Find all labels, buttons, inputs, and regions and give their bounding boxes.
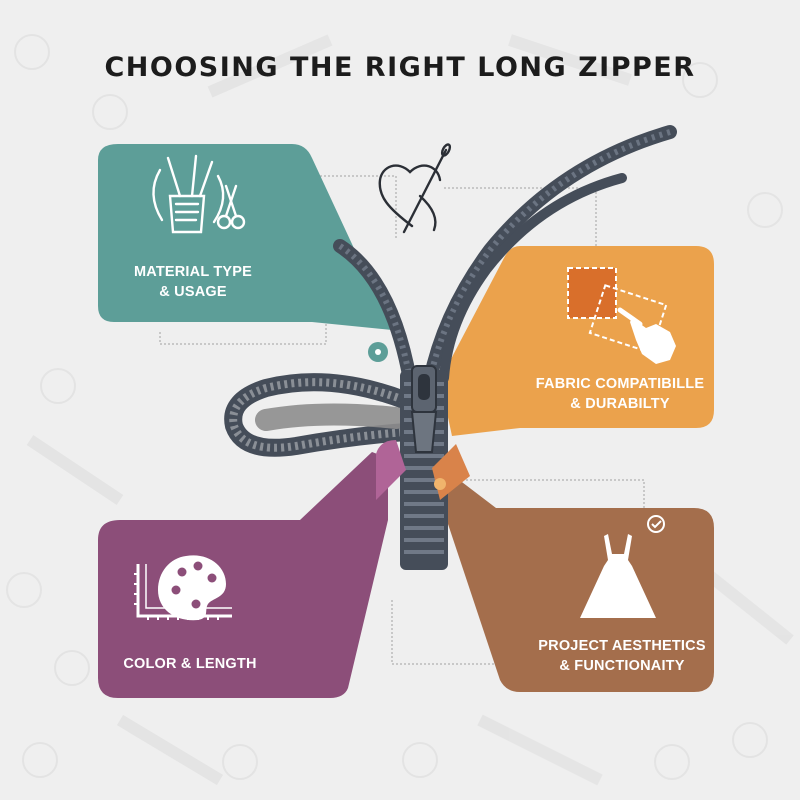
color-length-line1: COLOR & LENGTH <box>123 656 257 672</box>
project-aesthetics-line1: PROJECT AESTHETICS <box>538 638 706 654</box>
pointing-hand-icon <box>617 307 676 364</box>
scissors-icon <box>216 184 246 230</box>
zipper-pull-icon <box>410 365 438 453</box>
color-length-label: COLOR & LENGTH <box>110 654 270 674</box>
project-aesthetics-line2: & FUNCTIONAITY <box>559 658 685 674</box>
page-title: CHOOSING THE RIGHT LONG ZIPPER <box>104 52 696 83</box>
zipper-illustration <box>224 125 677 570</box>
checkmark-circle-icon <box>647 515 665 533</box>
heart-needle-icon <box>378 143 452 234</box>
material-type-label: MATERIAL TYPE & USAGE <box>118 262 268 302</box>
panel-project-aesthetics <box>436 476 714 692</box>
material-type-line2: & USAGE <box>159 284 227 300</box>
needle-thimble-icon <box>152 154 225 234</box>
panel-material-type <box>98 144 392 330</box>
background-decor <box>6 34 794 786</box>
palette-icon <box>158 555 226 621</box>
project-aesthetics-label: PROJECT AESTHETICS & FUNCTIONAITY <box>522 636 722 676</box>
dress-icon <box>580 534 656 618</box>
panel-color-length <box>98 452 388 698</box>
fabric-compatibility-line1: FABRIC COMPATIBILLE <box>535 376 705 392</box>
fabric-compatibility-label: FABRIC COMPATIBILLE & DURABILTY <box>520 374 720 414</box>
panel-fabric-compatibility <box>440 246 714 436</box>
fabric-swatch-icon <box>567 267 668 354</box>
material-type-line1: MATERIAL TYPE <box>133 264 253 280</box>
fabric-compatibility-line2: & DURABILTY <box>570 396 670 412</box>
